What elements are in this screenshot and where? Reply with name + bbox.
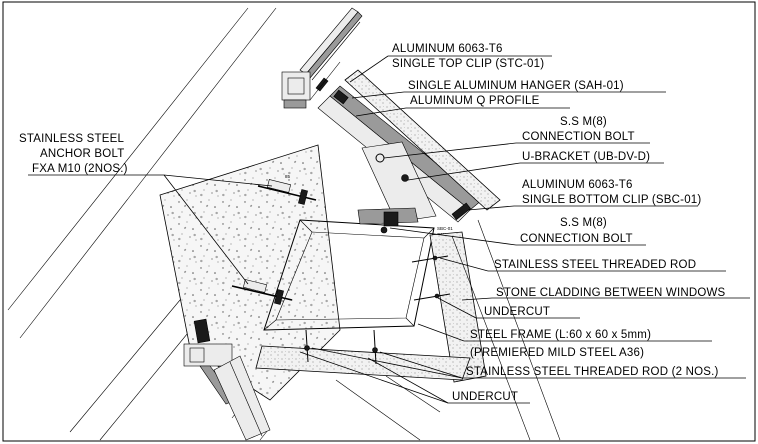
window-frame-bottom (183, 318, 271, 441)
label-sah: SINGLE ALUMINUM HANGER (SAH-01) (408, 80, 624, 92)
threaded-rods-bottom (304, 329, 378, 365)
stone-cladding-bottom (255, 345, 471, 381)
label-bolt-top-line2: CONNECTION BOLT (522, 131, 635, 143)
callout-labels: ALUMINUM 6063-T6 SINGLE TOP CLIP (STC-01… (19, 43, 726, 403)
label-frame-line2: (PREMIERED MILD STEEL A36) (470, 347, 644, 359)
tag-sbc: SBC-01 (437, 226, 453, 231)
label-cladding: STONE CLADDING BETWEEN WINDOWS (496, 287, 726, 299)
label-sbc-line2: SINGLE BOTTOM CLIP (SBC-01) (522, 194, 701, 206)
u-bracket: SBC-01 SAH-01 (357, 141, 453, 237)
label-undercut-right: UNDERCUT (484, 306, 550, 318)
threaded-rods-right (411, 255, 451, 301)
leader-lines (28, 55, 750, 404)
label-anchor-line2: ANCHOR BOLT (40, 148, 124, 160)
bottom-clip (451, 202, 471, 221)
label-rod-two: STAINLESS STEEL THREADED ROD (2 NOS.) (466, 366, 719, 378)
label-undercut-bottom: UNDERCUT (452, 391, 518, 403)
window-frame-top (281, 7, 363, 109)
label-stc-line2: SINGLE TOP CLIP (STC-01) (392, 58, 544, 70)
label-ubracket: U-BRACKET (UB-DV-D) (522, 151, 650, 163)
label-anchor-line1: STAINLESS STEEL (19, 133, 124, 145)
label-bolt-bot-line2: CONNECTION BOLT (520, 233, 633, 245)
label-sbc-line1: ALUMINUM 6063-T6 (522, 179, 633, 191)
right-outline-lines (335, 219, 561, 441)
dimension-mark: 85 (285, 174, 291, 179)
label-bolt-top-line1: S.S M(8) (560, 116, 607, 128)
label-rod: STAINLESS STEEL THREADED ROD (494, 259, 696, 271)
anchor-bolts: 85 (231, 174, 317, 305)
stone-cladding-top (344, 69, 501, 211)
label-bolt-bot-line1: S.S M(8) (560, 217, 607, 229)
label-frame-line1: STEEL FRAME (L:60 x 60 x 5mm) (470, 329, 651, 341)
label-qprofile: ALUMINUM Q PROFILE (410, 95, 540, 107)
label-stc-line1: ALUMINUM 6063-T6 (392, 43, 503, 55)
label-anchor-line3: FXA M10 (2NOS.) (32, 163, 128, 175)
stone-cladding-right (429, 231, 487, 383)
